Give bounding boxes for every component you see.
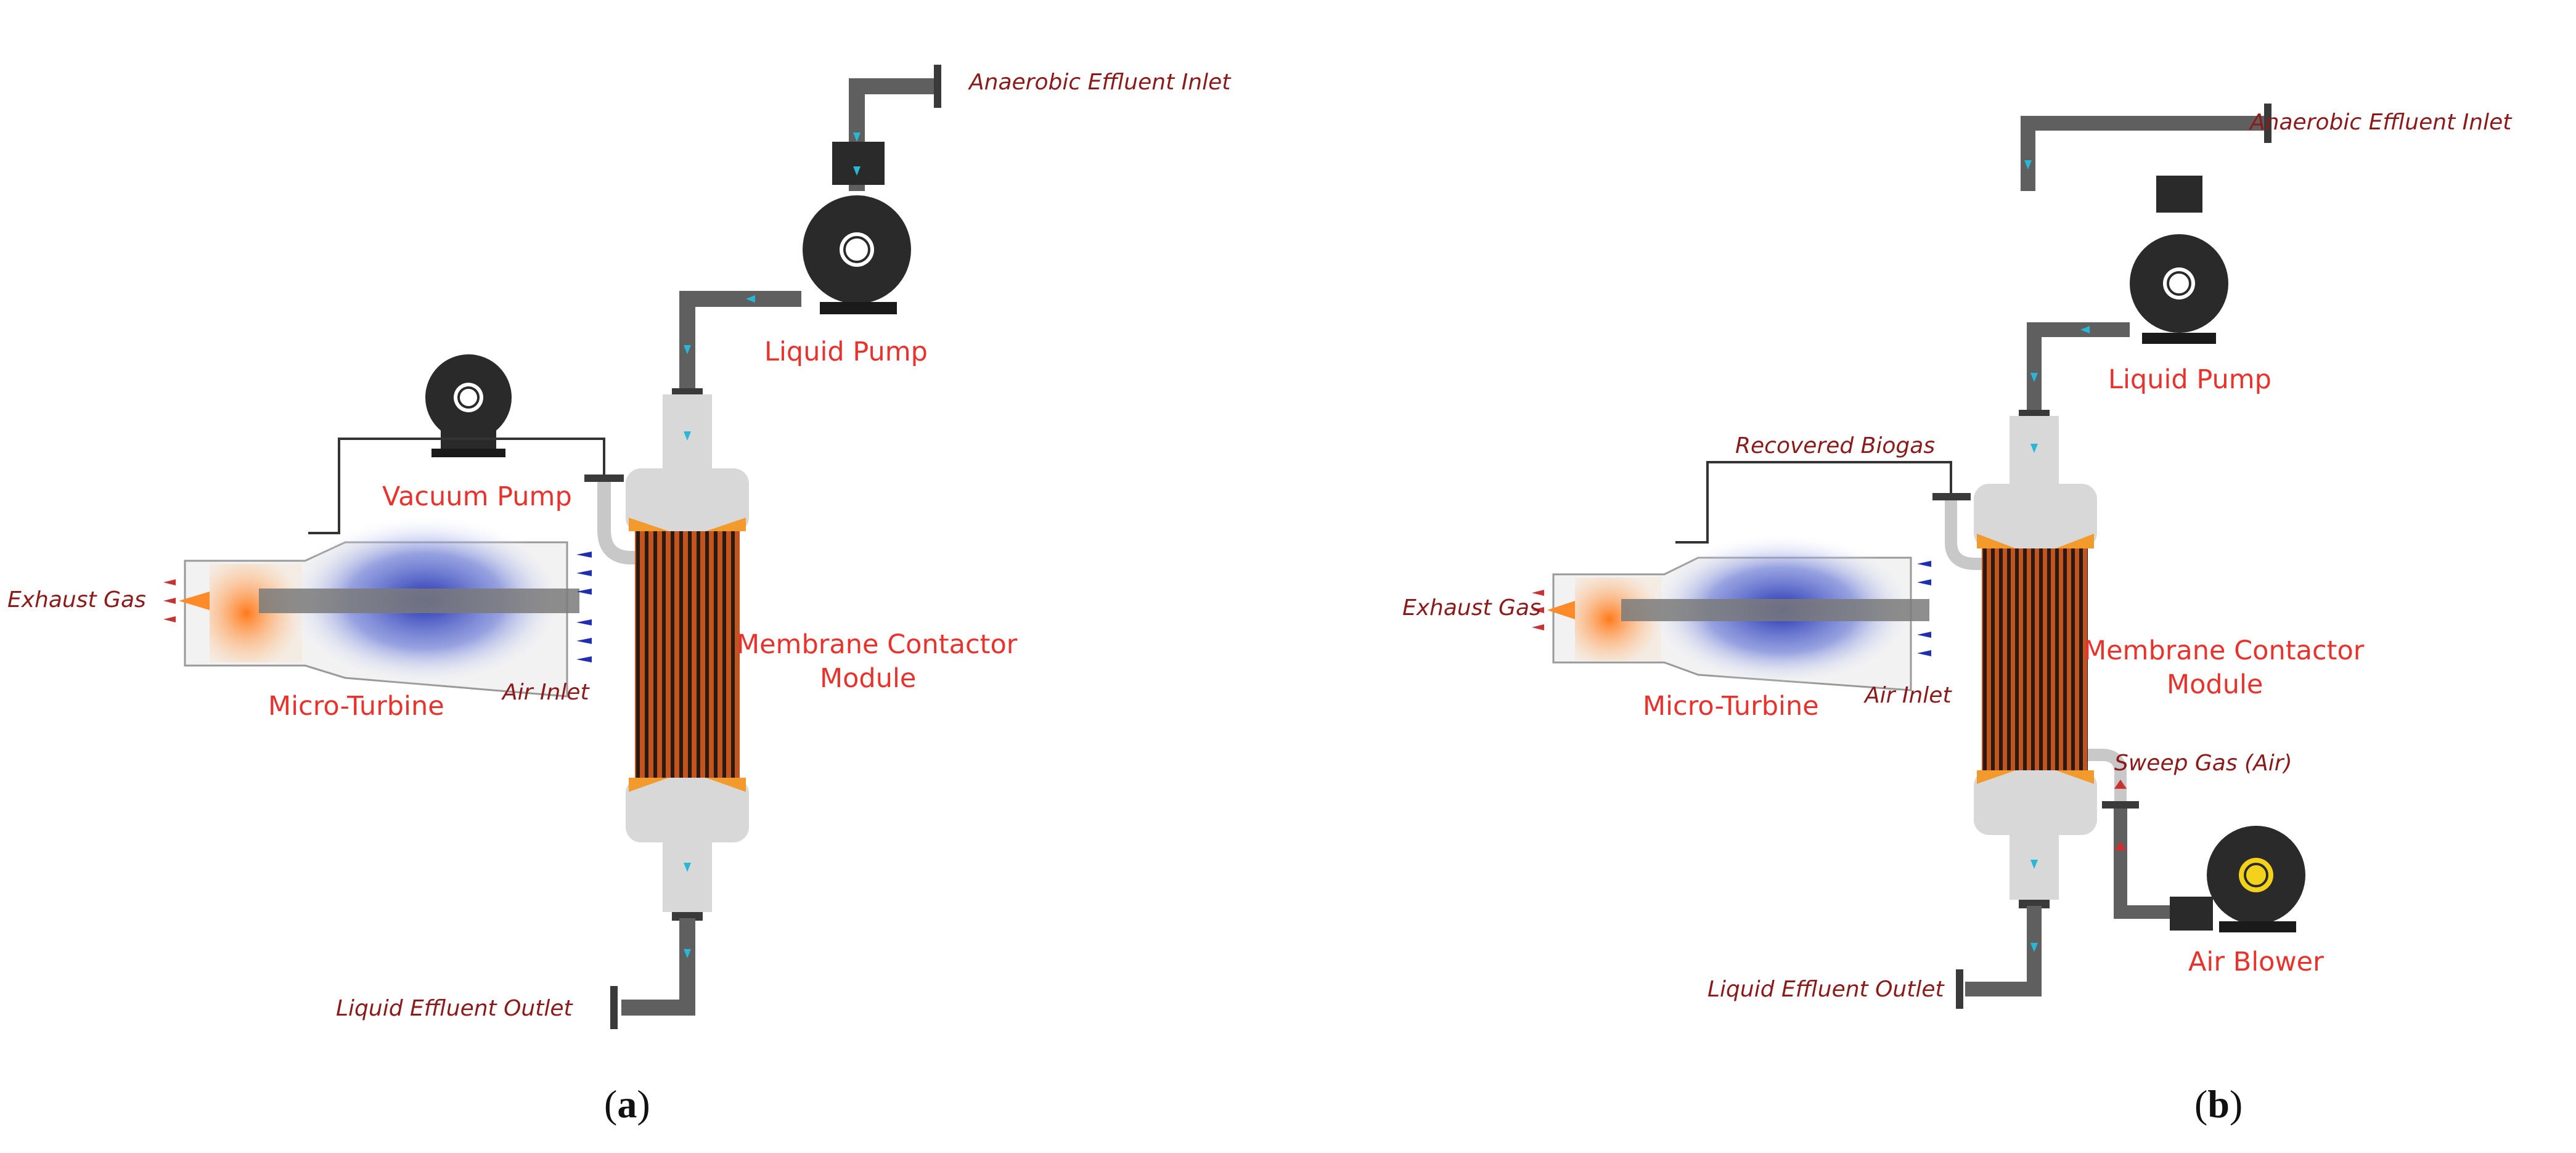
gas-elbow [597, 482, 635, 564]
exhaust-arrows [1532, 590, 1544, 630]
label-air-inlet: Air Inlet [501, 680, 590, 705]
feed-pipe [679, 291, 801, 391]
sweep-flange [2102, 801, 2139, 809]
micro-turbine [1547, 533, 1929, 691]
membrane-module [1974, 416, 2097, 900]
label-module-2: Module [820, 663, 916, 694]
blower-pipe [2114, 809, 2182, 919]
inlet-pipe [2021, 104, 2271, 191]
gas-flange [584, 475, 624, 482]
label-liquid-outlet: Liquid Effluent Outlet [1707, 977, 1945, 1002]
outlet-pipe [610, 912, 703, 1029]
gas-line [308, 438, 605, 534]
label-air-inlet: Air Inlet [1863, 683, 1952, 708]
diagram-b: Anaerobic Effluent Inlet Liquid Pump Mem… [1402, 104, 2513, 1009]
label-micro-turbine: Micro-Turbine [1643, 691, 1819, 722]
sweep-flow-arrows [2114, 780, 2127, 850]
label-vacuum-pump: Vacuum Pump [382, 481, 572, 512]
gas-flange [1932, 493, 1971, 500]
air-inlet-arrows [576, 552, 592, 662]
liquid-pump [2130, 176, 2228, 344]
gas-elbow [1945, 500, 1982, 570]
exhaust-arrows [163, 579, 176, 622]
air-inlet-arrows [1917, 561, 1931, 656]
label-module-1: Membrane Contactor [737, 629, 1018, 660]
label-liquid-pump: Liquid Pump [764, 336, 928, 367]
label-exhaust-gas: Exhaust Gas [7, 587, 146, 613]
outlet-pipe [1956, 900, 2050, 1009]
caption-a: (a) [604, 1082, 650, 1126]
liquid-pump [803, 142, 911, 314]
biogas-line [1675, 461, 1952, 544]
label-module-1: Membrane Contactor [2083, 635, 2365, 666]
micro-turbine [179, 515, 579, 698]
panel-a: Anaerobic Effluent Inlet Liquid Pump Mem… [7, 65, 1232, 1126]
liquid-flow-arrows [684, 132, 861, 958]
membrane-module [626, 394, 749, 912]
label-liquid-outlet: Liquid Effluent Outlet [336, 996, 574, 1021]
label-micro-turbine: Micro-Turbine [268, 691, 444, 722]
sweep-gas-elbow [2088, 749, 2127, 801]
diagram-a: Anaerobic Effluent Inlet Liquid Pump Mem… [7, 65, 1232, 1029]
label-anaerobic-inlet: Anaerobic Effluent Inlet [968, 70, 1232, 95]
caption-b: (b) [2194, 1082, 2243, 1126]
label-sweep-gas: Sweep Gas (Air) [2114, 751, 2292, 776]
feed-pipe [2027, 322, 2130, 413]
label-anaerobic-inlet: Anaerobic Effluent Inlet [2249, 110, 2513, 135]
label-liquid-pump: Liquid Pump [2108, 364, 2271, 395]
panel-b: Anaerobic Effluent Inlet Liquid Pump Mem… [1288, 0, 2576, 1153]
label-exhaust-gas: Exhaust Gas [1402, 595, 1541, 621]
vacuum-pump [425, 354, 512, 457]
label-air-blower: Air Blower [2188, 947, 2324, 977]
label-recovered-biogas: Recovered Biogas [1735, 433, 1935, 458]
air-blower [2170, 826, 2305, 932]
liquid-flow-arrows [2024, 160, 2090, 952]
label-module-2: Module [2167, 669, 2263, 700]
